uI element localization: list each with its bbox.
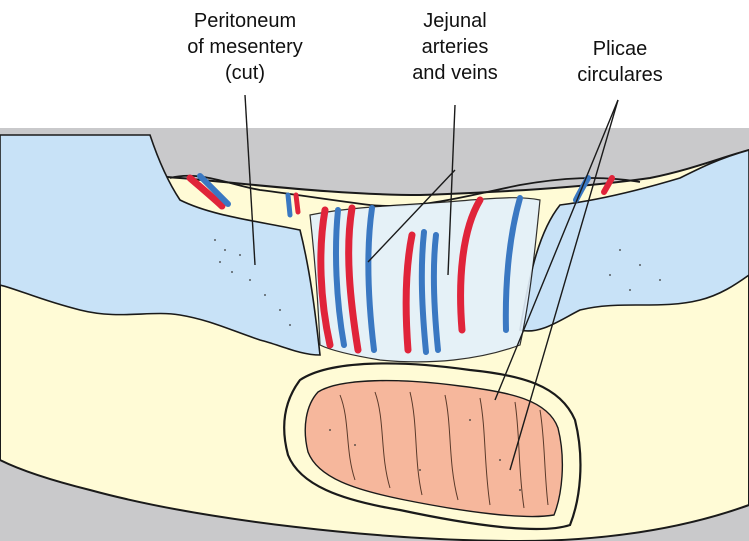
artery-6	[296, 195, 298, 212]
label-peritoneum-of-mesentery: Peritoneum of mesentery (cut)	[150, 8, 340, 86]
label-plicae-circulares: Plicae circulares	[545, 36, 695, 88]
label-jejunal-arteries-and-veins: Jejunal arteries and veins	[380, 8, 530, 86]
vein-7	[288, 195, 290, 215]
